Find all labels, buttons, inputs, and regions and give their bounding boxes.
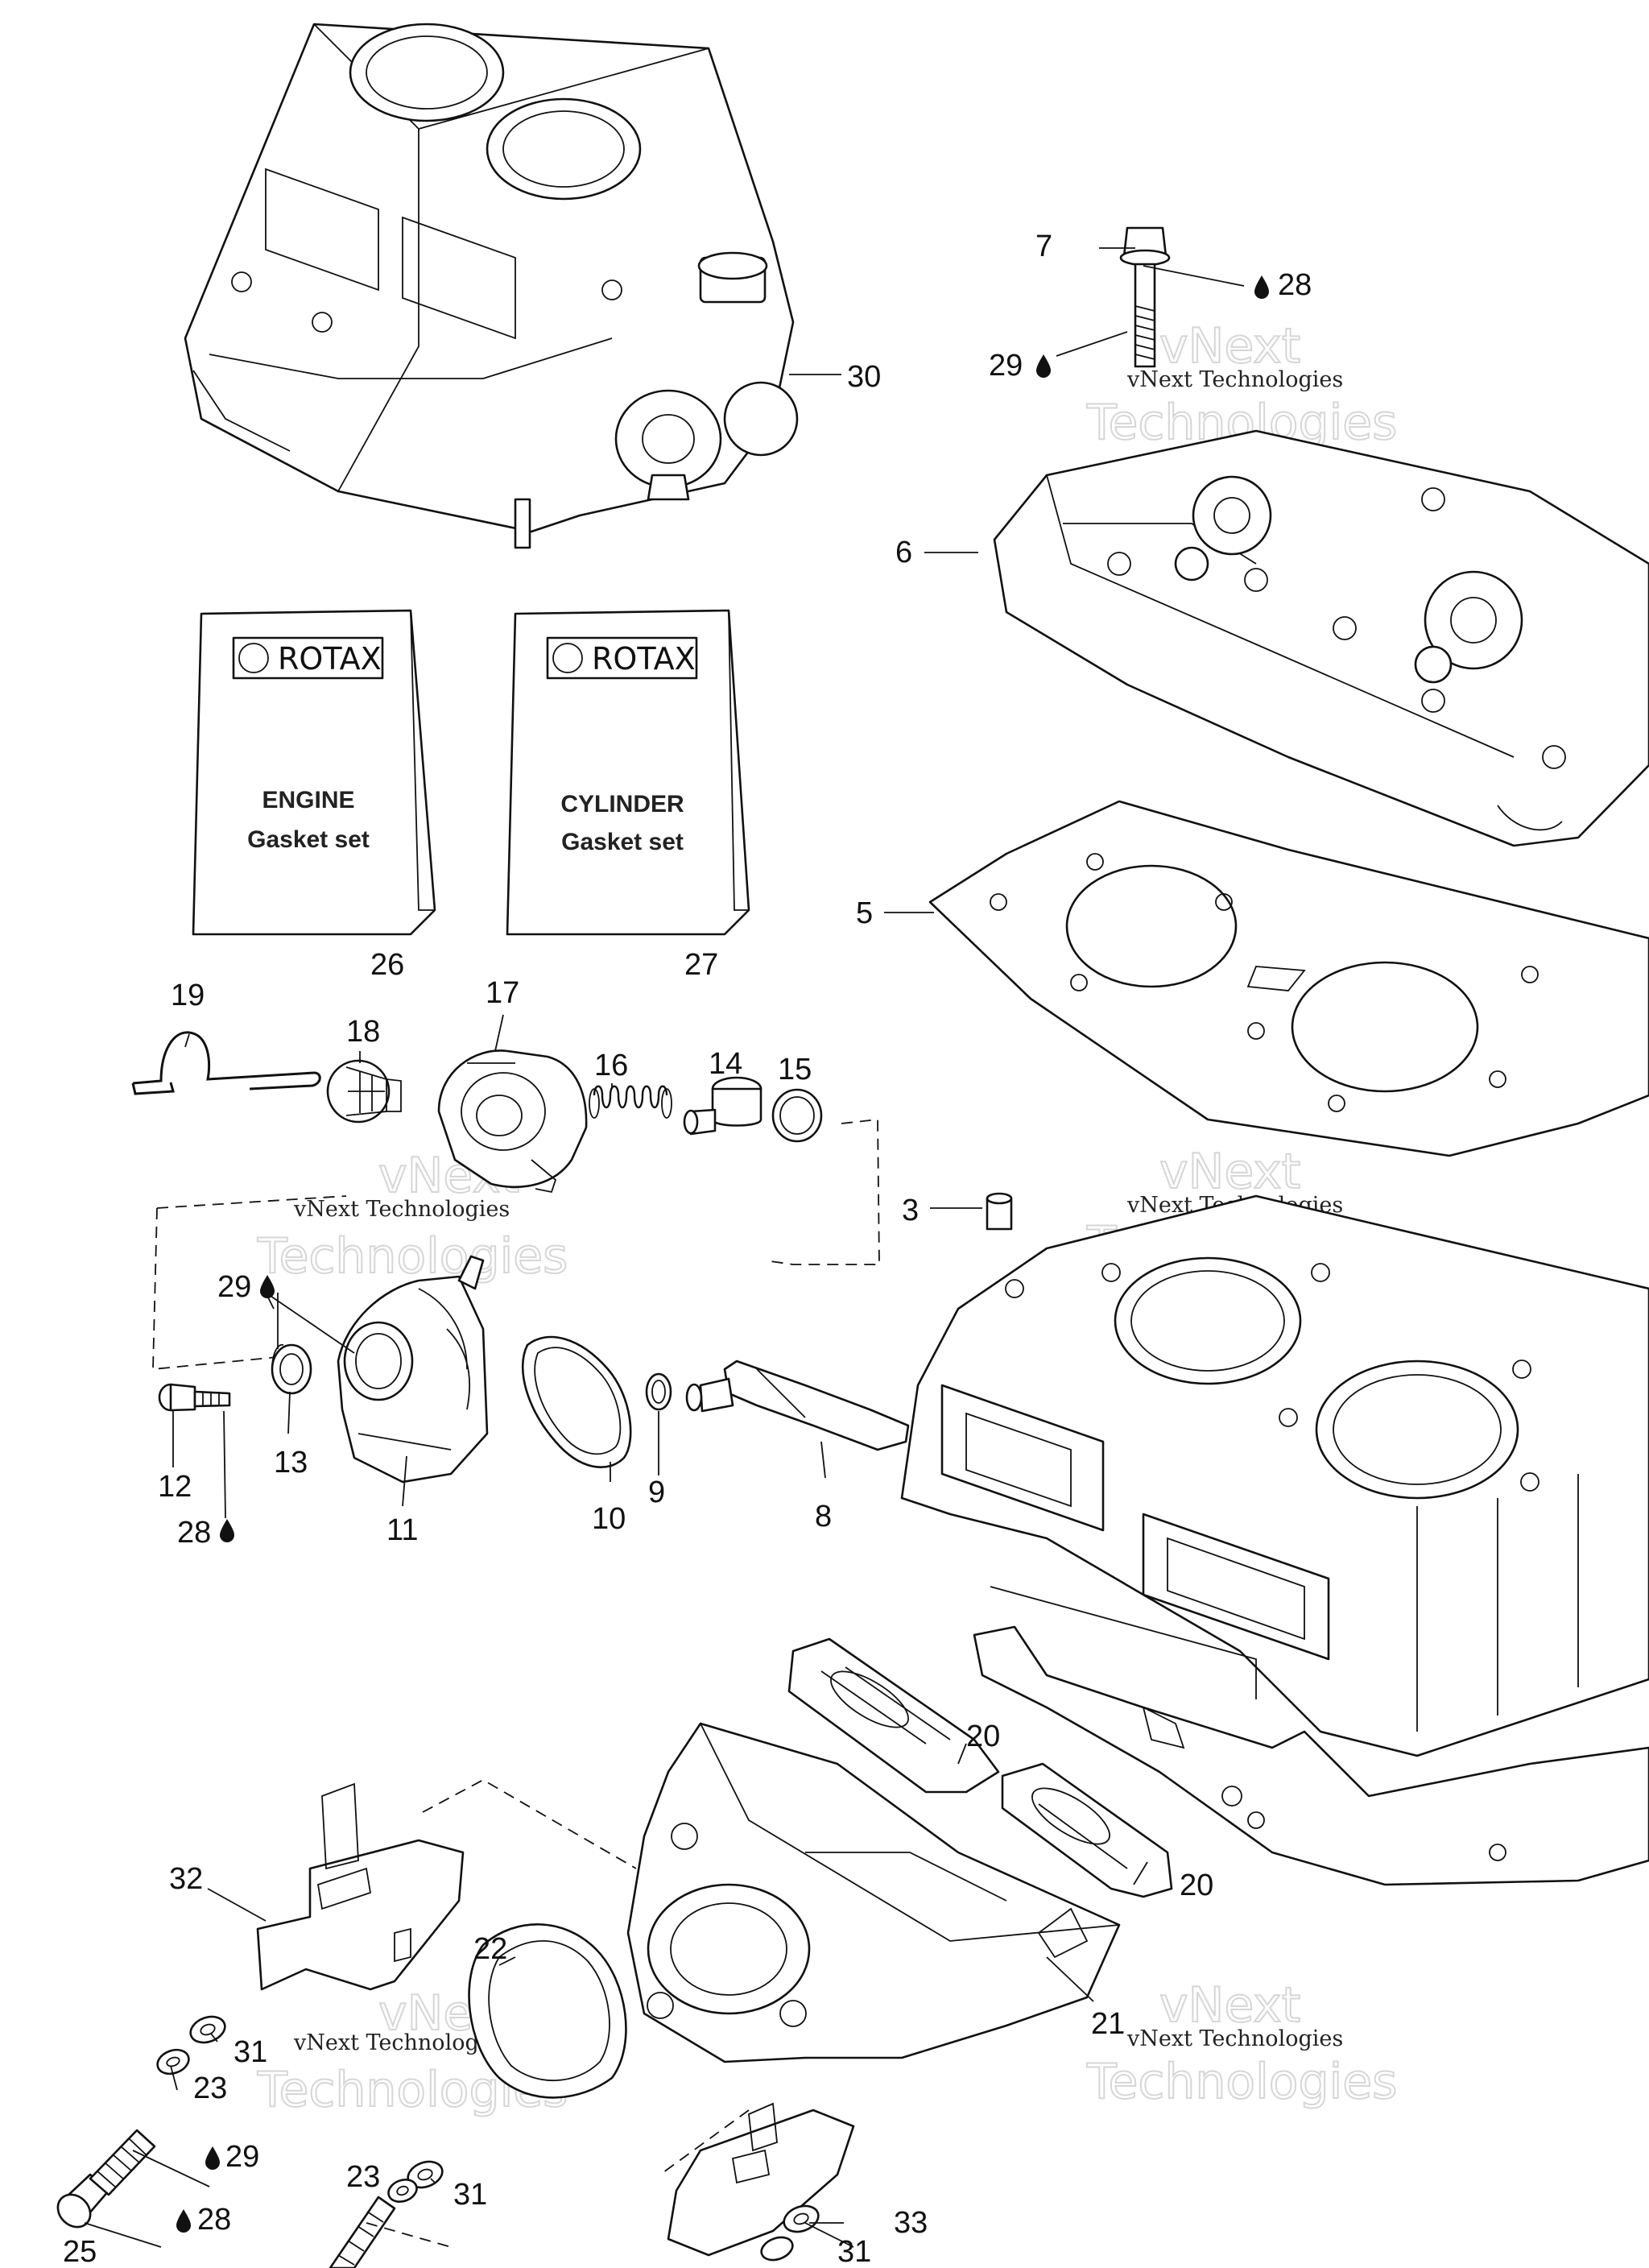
- kit-subtitle: Gasket set: [247, 826, 370, 853]
- part-bracket-33: [667, 2102, 855, 2257]
- watermark-text: vNext Technologies: [1126, 367, 1343, 392]
- oil-drop-icon: [176, 2209, 191, 2233]
- part-cylinder-block: [900, 1194, 1649, 1757]
- part-intake-manifold: [626, 1722, 1121, 2063]
- callout-6: 6: [895, 536, 912, 569]
- callout-3: 3: [902, 1194, 919, 1227]
- callout-27: 27: [684, 948, 718, 982]
- callout-21: 21: [1091, 2007, 1125, 2041]
- kit-engine-gasket-set: ROTAX ENGINE Gasket set: [192, 609, 436, 936]
- centerline-dashed: [366, 1778, 750, 2248]
- leader-lines: [84, 247, 1245, 2248]
- callout-13: 13: [274, 1446, 308, 1480]
- callout-33: 33: [894, 2206, 928, 2240]
- part-washer-23-upper: [156, 2048, 190, 2076]
- kit-title: ENGINE: [262, 787, 354, 813]
- oil-drop-icon: [1036, 354, 1051, 378]
- part-water-pump-housing: [337, 1255, 489, 1484]
- callout-20: 20: [966, 1720, 1000, 1753]
- kit-brand: ROTAX: [592, 641, 696, 677]
- callout-8: 8: [815, 1500, 832, 1533]
- callout-31: 31: [837, 2235, 871, 2268]
- watermark-brand: vNext: [1159, 1144, 1300, 1200]
- callout-17: 17: [486, 976, 519, 1010]
- watermark-brand: vNext: [1159, 318, 1300, 375]
- watermark-brand: vNext: [1159, 1977, 1300, 2034]
- watermark-text: vNext Technologies: [293, 1197, 510, 1222]
- part-dowel-pin: [986, 1192, 1013, 1231]
- part-cylinder-head: [993, 429, 1649, 847]
- oil-drop-icon: [1254, 275, 1269, 299]
- part-engine-block: [184, 23, 799, 549]
- callout-22: 22: [473, 1932, 507, 1966]
- kit-cylinder-gasket-set: ROTAX CYLINDER Gasket set: [506, 609, 750, 936]
- part-washer-23-lower: [387, 2179, 418, 2203]
- oil-drop-icon: [205, 2146, 220, 2170]
- callout-14: 14: [709, 1047, 742, 1081]
- part-base-gasket: [973, 1625, 1649, 1886]
- part-head-gasket: [928, 800, 1649, 1157]
- callout-10: 10: [592, 1502, 626, 1536]
- callout-20: 20: [1180, 1869, 1213, 1902]
- callout-5: 5: [856, 896, 873, 930]
- rotax-logo-icon: [552, 643, 583, 673]
- watermark-brand-sub: Technologies: [1086, 2054, 1397, 2110]
- rotax-logo-icon: [238, 643, 269, 673]
- callout-32: 32: [169, 1862, 203, 1896]
- part-housing-cover: [437, 1049, 588, 1194]
- callout-31: 31: [453, 2178, 487, 2212]
- part-oring-9: [645, 1372, 672, 1411]
- callout-28: 28: [177, 1516, 211, 1550]
- callout-29: 29: [989, 349, 1023, 383]
- callout-19: 19: [171, 979, 205, 1012]
- callout-29: 29: [217, 1270, 251, 1304]
- part-thermostat: [683, 1076, 763, 1136]
- kit-title: CYLINDER: [560, 791, 684, 817]
- kit-subtitle: Gasket set: [561, 829, 684, 855]
- callout-9: 9: [648, 1475, 665, 1509]
- callout-29: 29: [225, 2140, 259, 2174]
- part-bracket-32: [256, 1782, 465, 1991]
- callout-25: 25: [63, 2235, 97, 2268]
- callout-30: 30: [847, 360, 881, 394]
- part-bolt-7: [1119, 226, 1171, 368]
- part-bolt-lower: [329, 2196, 396, 2268]
- callout-15: 15: [778, 1053, 812, 1086]
- part-seal: [271, 1343, 312, 1395]
- callout-labels: 30 7 28 29 6 5 3 26 27 19 18 17 16 14 15…: [63, 230, 1312, 2268]
- part-screw: [158, 1383, 231, 1412]
- oil-drop-icon: [220, 1519, 234, 1542]
- part-wire-clip: [131, 1031, 321, 1095]
- part-long-bolt: [56, 2129, 156, 2229]
- callout-18: 18: [346, 1015, 380, 1049]
- part-gasket-oring: [468, 1923, 627, 2099]
- callout-31: 31: [234, 2035, 267, 2069]
- callout-28: 28: [1278, 268, 1312, 302]
- part-housing-gasket: [521, 1335, 632, 1468]
- part-manifold-gasket-upper: [787, 1637, 1000, 1794]
- callout-7: 7: [1035, 230, 1052, 263]
- assembly-dashed-outline: [152, 1118, 880, 1370]
- callout-16: 16: [594, 1049, 628, 1082]
- watermark-text: vNext Technologies: [1126, 2026, 1343, 2051]
- callout-11: 11: [386, 1513, 418, 1547]
- callout-26: 26: [370, 948, 404, 982]
- kit-brand: ROTAX: [278, 641, 382, 677]
- callout-23: 23: [346, 2160, 380, 2194]
- callout-28: 28: [197, 2203, 231, 2237]
- callout-23: 23: [193, 2071, 227, 2105]
- callout-12: 12: [158, 1470, 192, 1504]
- part-impeller-shaft: [685, 1360, 910, 1451]
- part-plug-cap: [326, 1059, 402, 1124]
- part-manifold-gasket-lower: [1001, 1762, 1173, 1898]
- part-spring: [589, 1085, 672, 1119]
- watermark-brand-sub: Technologies: [257, 1228, 568, 1285]
- part-oring-15: [771, 1088, 823, 1143]
- part-washer-31-upper: [189, 2015, 226, 2044]
